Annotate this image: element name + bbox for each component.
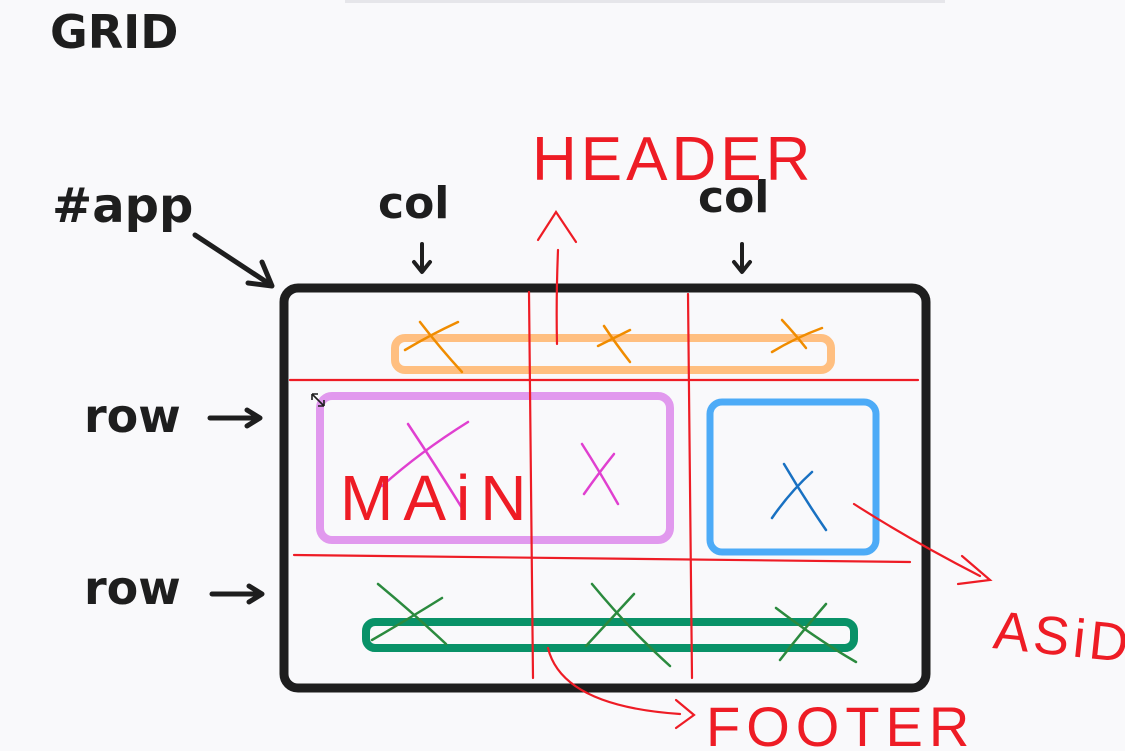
col-arrowhead-right	[732, 260, 752, 274]
row-arrowhead-top	[244, 407, 263, 429]
col-label-left: col	[378, 178, 449, 229]
footer-pointer	[546, 646, 696, 730]
header-area	[391, 334, 835, 374]
main-cell-marks	[380, 420, 620, 510]
app-arrowhead	[245, 259, 275, 289]
row-label-bottom: row	[84, 561, 181, 615]
col-label-right: col	[698, 172, 769, 223]
aside-area	[706, 398, 880, 556]
col-arrowhead-left	[412, 260, 432, 274]
row-arrowhead-bottom	[246, 583, 265, 605]
header-pointer	[536, 209, 578, 346]
footer-label: FOOTER	[706, 695, 975, 751]
aside-cell-marks	[770, 462, 828, 532]
footer-area	[362, 618, 858, 652]
grid-col-line-2	[686, 292, 694, 680]
header-label: HEADER	[532, 125, 814, 194]
grid-lines	[288, 290, 920, 680]
main-label: MAiN	[340, 462, 536, 534]
row-label-top: row	[84, 389, 181, 443]
aside-pointer	[852, 502, 993, 586]
app-arrow	[192, 232, 271, 286]
grid-col-line-1	[527, 290, 535, 680]
resize-cursor-icon	[311, 393, 325, 407]
app-container	[279, 283, 931, 693]
header-cell-marks	[403, 318, 824, 374]
top-toolbar-edge	[345, 0, 945, 3]
main-area	[316, 392, 674, 544]
footer-cell-marks	[370, 582, 858, 668]
app-label: #app	[52, 178, 193, 234]
grid-row-line-2	[292, 553, 912, 564]
page-title: GRID	[50, 5, 178, 59]
aside-label: ASiDE	[991, 600, 1125, 678]
